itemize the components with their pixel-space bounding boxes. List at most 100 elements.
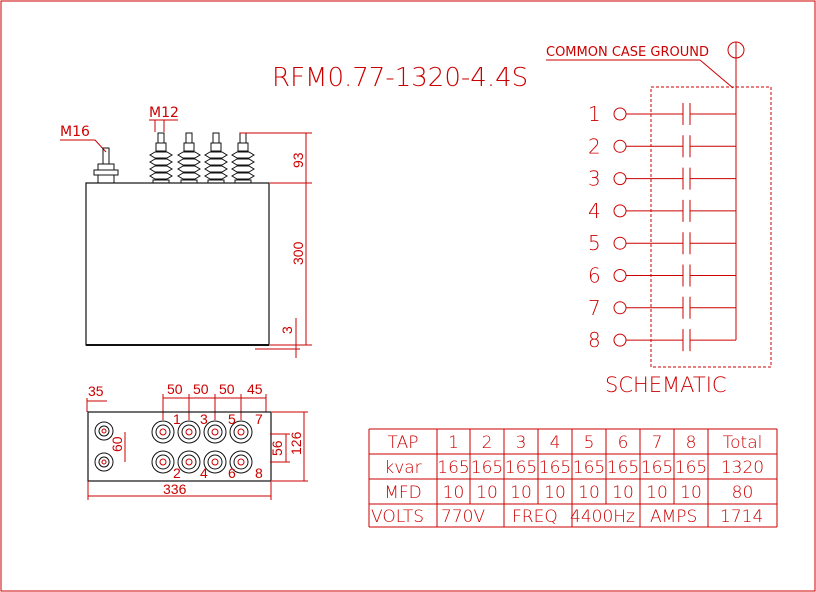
- table-cell: 165: [437, 458, 469, 478]
- tap-label: 5: [588, 231, 601, 255]
- table-cell: 10: [680, 483, 702, 503]
- table-cell: 1320: [721, 458, 764, 478]
- tap-8: 8: [588, 328, 736, 352]
- table-cell: 3: [516, 433, 527, 453]
- tap-label: 6: [588, 264, 601, 288]
- tap-1: 1: [588, 102, 736, 126]
- terminal-top: [203, 420, 227, 444]
- tap-7: 7: [588, 296, 736, 320]
- tap-terminal-icon: [613, 269, 627, 282]
- dim-35: 35: [88, 383, 104, 399]
- table-cell: 165: [471, 458, 503, 478]
- terminal-top: [177, 420, 201, 444]
- table-cell: 165: [505, 458, 537, 478]
- schematic: COMMON CASE GROUND 1 2 3 4 5 6 7 8 SCHEMATIC: [546, 41, 772, 397]
- tap-label: 4: [588, 199, 601, 223]
- m16-leader: [60, 139, 107, 153]
- case-boundary: [650, 86, 772, 368]
- dim-45: 45: [247, 381, 263, 397]
- table-cell: 7: [652, 433, 663, 453]
- dim-56: 56: [269, 440, 285, 456]
- terminal-top: [229, 450, 253, 474]
- terminal-top: [177, 450, 201, 474]
- table-cell: 6: [618, 433, 629, 453]
- tap-terminal-icon: [613, 107, 627, 121]
- table-cell: 165: [641, 458, 673, 478]
- table-cell: 10: [646, 483, 668, 503]
- dim-336: 336: [163, 481, 187, 497]
- terminal-top: [203, 450, 227, 474]
- tap-label: 7: [588, 296, 601, 320]
- dim-93: 93: [290, 152, 306, 168]
- table-cell: 8: [686, 433, 697, 453]
- front-view: M16 M12 93 300 3: [60, 105, 312, 358]
- tap-terminal-icon: [613, 172, 627, 186]
- table-cell: kvar: [384, 458, 421, 478]
- schematic-label: SCHEMATIC: [605, 373, 727, 397]
- top-terminals: [94, 420, 253, 474]
- m12-label: M12: [149, 105, 179, 121]
- table-cell: 10: [612, 483, 634, 503]
- terminal-num-6: 6: [228, 465, 236, 481]
- table-cell: 2: [482, 433, 493, 453]
- tap-label: 8: [588, 328, 601, 352]
- table-cell: 10: [578, 483, 600, 503]
- freq-label: FREQ: [512, 507, 558, 527]
- table-cell: 165: [607, 458, 639, 478]
- schematic-taps: 1 2 3 4 5 6 7 8: [588, 102, 736, 352]
- terminal-num-8: 8: [255, 465, 263, 481]
- bushing-3: [204, 132, 228, 184]
- dim-50-a: 50: [167, 381, 183, 397]
- ground-stud-top: [94, 421, 114, 441]
- tap-terminal-icon: [613, 204, 627, 218]
- table-cell: 165: [539, 458, 571, 478]
- ground-stud-top: [94, 452, 114, 472]
- insulator-bushings: [149, 132, 255, 184]
- table-cell: 165: [573, 458, 605, 478]
- capacitor-body: [85, 182, 270, 346]
- volts-value: 770V: [441, 507, 485, 527]
- dim-50-c: 50: [219, 381, 235, 397]
- ground-stud: [93, 147, 119, 184]
- tap-terminal-icon: [613, 301, 627, 315]
- m16-label: M16: [60, 124, 90, 140]
- tap-label: 3: [588, 167, 601, 191]
- bushing-2: [177, 132, 201, 184]
- freq-value: 4400Hz: [570, 507, 635, 527]
- tap-4: 4: [588, 199, 736, 223]
- top-view-body: [87, 411, 272, 482]
- table-cell: 1: [448, 433, 459, 453]
- amps-value: 1714: [720, 507, 763, 527]
- model-title: RFM0.77-1320-4.4S: [272, 63, 528, 93]
- terminal-num-7: 7: [255, 411, 263, 427]
- tap-2: 2: [588, 134, 736, 158]
- table-cell: 10: [544, 483, 566, 503]
- tap-6: 6: [588, 264, 736, 288]
- table-cell: 10: [510, 483, 532, 503]
- tap-terminal-icon: [613, 333, 627, 347]
- terminal-top: [229, 420, 253, 444]
- amps-label: AMPS: [650, 507, 697, 527]
- terminal-num-4: 4: [200, 465, 208, 481]
- dim-60: 60: [109, 436, 125, 452]
- table-cell: 10: [476, 483, 498, 503]
- top-view: 35 50 50 50 45 1 3 5 7 2 4 6 8 60 56 126: [86, 381, 308, 500]
- table-cell: MFD: [384, 483, 422, 503]
- table-cell: 4: [550, 433, 561, 453]
- dim-50-b: 50: [193, 381, 209, 397]
- tap-terminal-icon: [613, 139, 627, 153]
- terminal-num-5: 5: [228, 411, 236, 427]
- terminal-top: [151, 450, 175, 474]
- dim-126: 126: [288, 431, 304, 455]
- terminal-num-1: 1: [173, 411, 181, 427]
- bushing-4: [231, 132, 255, 184]
- table-cell: 165: [675, 458, 707, 478]
- tap-label: 1: [588, 102, 601, 126]
- common-case-ground-label: COMMON CASE GROUND: [546, 45, 709, 60]
- terminal-top: [151, 420, 175, 444]
- bushing-1: [149, 132, 173, 184]
- tap-label: 2: [588, 134, 601, 158]
